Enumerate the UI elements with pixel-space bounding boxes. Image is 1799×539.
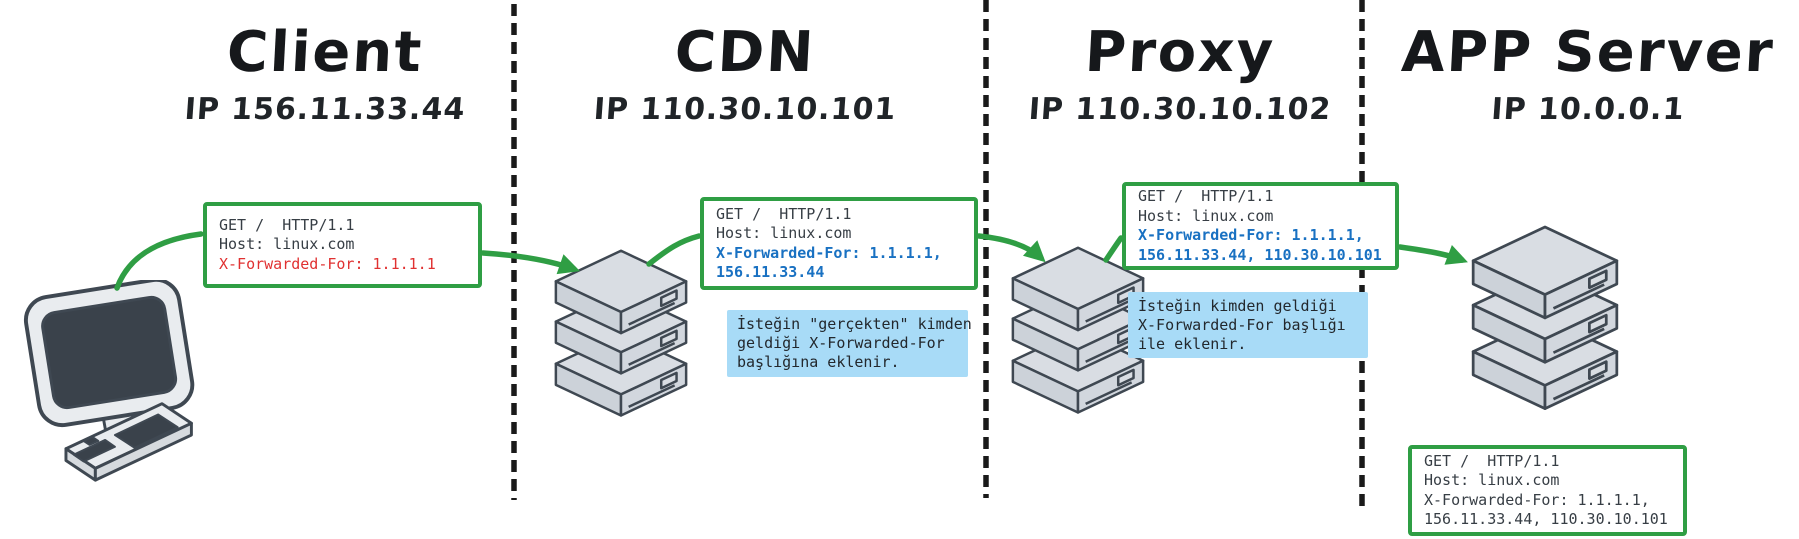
request-line-xff: 156.11.33.44 — [716, 263, 825, 281]
request-line: Host: linux.com — [1424, 471, 1560, 489]
request-line: GET / HTTP/1.1 — [1138, 187, 1274, 205]
request-line-xff: 156.11.33.44, 110.30.10.101 — [1138, 245, 1382, 264]
proxy-to-request-connector — [1103, 235, 1124, 263]
request-line-xff: X-Forwarded-For: 1.1.1.1 — [219, 254, 436, 273]
http-request-box-cdn: GET / HTTP/1.1 Host: linux.com X-Forward… — [700, 197, 978, 290]
arrow-cdn-to-proxy — [976, 233, 1046, 263]
request-line-xff: X-Forwarded-For: 1.1.1.1, — [1138, 226, 1364, 244]
request-line: GET / HTTP/1.1 — [1424, 451, 1560, 470]
request-line: GET / HTTP/1.1 — [219, 215, 355, 234]
request-line-xff: X-Forwarded-For: 1.1.1.1, — [716, 243, 942, 262]
arrow-client-to-cdn — [480, 250, 580, 275]
note-line: İsteğin "gerçekten" kimden — [737, 315, 972, 333]
request-line: 156.11.33.44, 110.30.10.101 — [1424, 510, 1668, 528]
note-line: İsteğin kimden geldiği — [1138, 296, 1337, 315]
http-request-box-app-server: GET / HTTP/1.1 Host: linux.com X-Forward… — [1408, 445, 1687, 536]
note-line: başlığına eklenir. — [737, 353, 900, 371]
note-line: geldiği X-Forwarded-For — [737, 334, 945, 352]
client-to-request-connector — [114, 231, 204, 291]
note-line: X-Forwarded-For başlığı — [1138, 315, 1346, 334]
request-line: Host: linux.com — [1138, 206, 1274, 225]
http-request-box-proxy: GET / HTTP/1.1 Host: linux.com X-Forward… — [1122, 182, 1399, 270]
cdn-to-request-connector — [646, 233, 702, 267]
request-line: Host: linux.com — [219, 235, 355, 254]
arrow-proxy-to-app — [1397, 244, 1468, 265]
annotation-note-cdn: İsteğin "gerçekten" kimden geldiği X-For… — [727, 310, 972, 377]
annotation-note-proxy: İsteğin kimden geldiği X-Forwarded-For b… — [1128, 292, 1368, 358]
http-request-box-client: GET / HTTP/1.1 Host: linux.com X-Forward… — [203, 202, 482, 288]
request-line: X-Forwarded-For: 1.1.1.1, — [1424, 490, 1650, 509]
note-line: ile eklenir. — [1138, 334, 1247, 353]
request-line: GET / HTTP/1.1 — [716, 204, 852, 223]
request-line: Host: linux.com — [716, 224, 852, 242]
